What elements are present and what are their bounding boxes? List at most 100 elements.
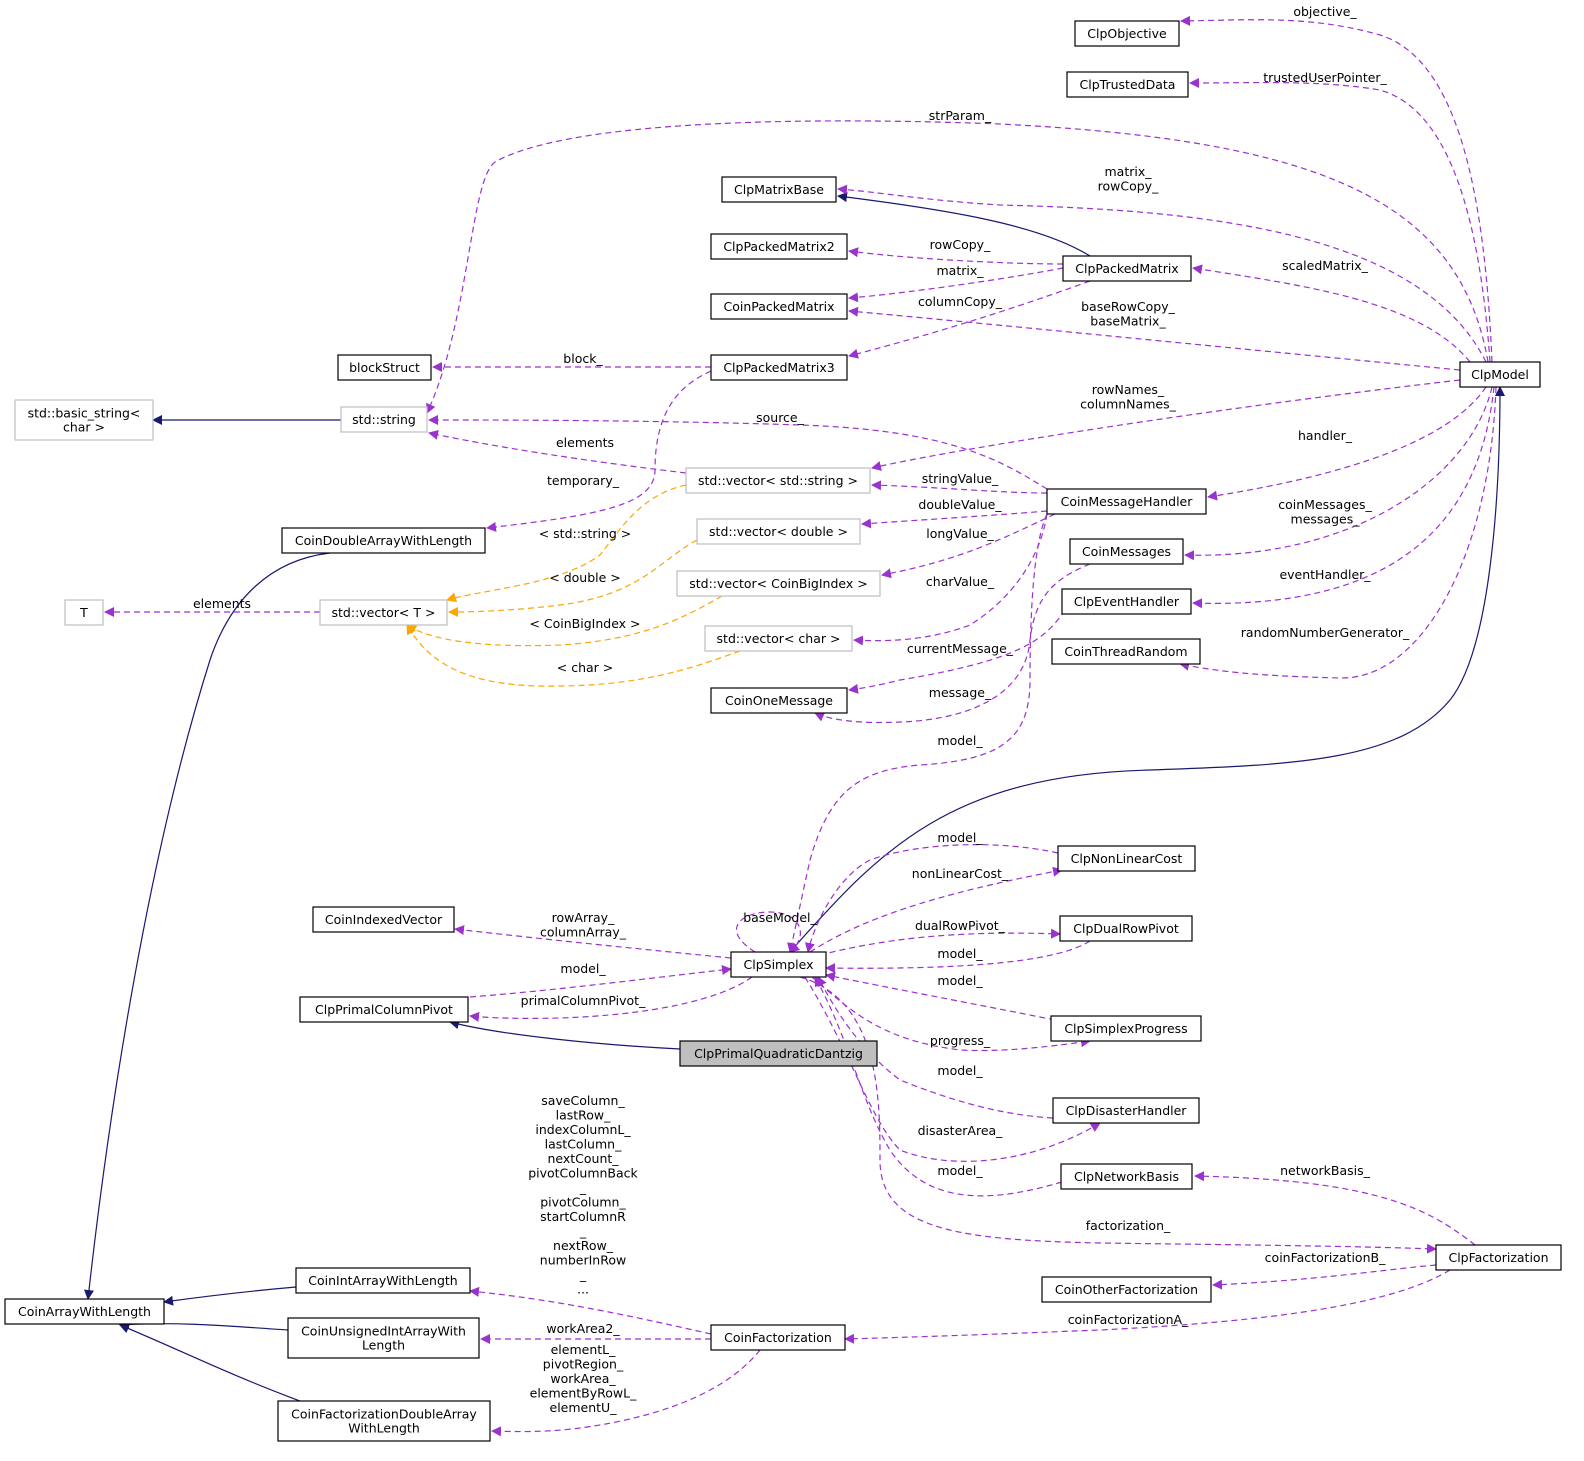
usage-arrow xyxy=(1192,386,1495,609)
class-name: CoinIndexedVector xyxy=(325,912,443,927)
class-node-coin-int-array-with-length[interactable]: CoinIntArrayWithLength xyxy=(295,1267,471,1294)
edge-block: block_ xyxy=(432,351,711,372)
class-node-clp-factorization[interactable]: ClpFactorization xyxy=(1435,1244,1562,1271)
class-node-std-basic-string[interactable]: std::basic_string<char > xyxy=(14,399,154,441)
edge-label: messages_ xyxy=(1291,512,1361,527)
usage-arrow xyxy=(1179,386,1497,679)
template-arrow xyxy=(448,539,698,617)
class-name: std::vector< T > xyxy=(332,605,436,620)
edge-label: nonLinearCost_ xyxy=(912,866,1009,881)
usage-arrow xyxy=(469,965,732,998)
template-arrow xyxy=(446,484,687,603)
edge-int-arrays: saveColumn_lastRow_indexColumnL_lastColu… xyxy=(469,1093,712,1335)
edge-label: baseMatrix_ xyxy=(1090,314,1166,329)
edge-label: coinFactorizationB_ xyxy=(1265,1250,1386,1265)
edge-label: columnArray_ xyxy=(540,925,627,940)
class-node-coin-message-handler[interactable]: CoinMessageHandler xyxy=(1046,488,1207,515)
class-node-coin-double-array-with-length[interactable]: CoinDoubleArrayWithLength xyxy=(281,527,486,554)
edge-str-param: strParam_ xyxy=(426,108,1489,414)
edge-label: workArea_ xyxy=(550,1371,616,1386)
class-node-clp-primal-column-pivot[interactable]: ClpPrimalColumnPivot xyxy=(299,996,469,1023)
class-box xyxy=(730,951,827,978)
class-node-t[interactable]: T xyxy=(64,599,104,626)
class-node-clp-simplex[interactable]: ClpSimplex xyxy=(730,951,827,978)
class-node-clp-event-handler[interactable]: ClpEventHandler xyxy=(1061,588,1192,615)
edge-label: model_ xyxy=(937,733,983,748)
edge-label: ... xyxy=(577,1282,589,1297)
usage-arrow xyxy=(853,513,1048,646)
edge-tmpl-char: < char > xyxy=(406,624,741,687)
inheritance-arrow xyxy=(837,192,1091,257)
class-node-clp-disaster-handler[interactable]: ClpDisasterHandler xyxy=(1052,1097,1200,1124)
class-node-clp-network-basis[interactable]: ClpNetworkBasis xyxy=(1060,1163,1193,1190)
class-node-clp-dual-row-pivot[interactable]: ClpDualRowPivot xyxy=(1059,915,1193,942)
edge-label: networkBasis_ xyxy=(1280,1163,1370,1178)
edge-label: eventHandler_ xyxy=(1279,567,1371,582)
class-node-clp-model[interactable]: ClpModel xyxy=(1459,361,1541,388)
class-node-coin-factorization[interactable]: CoinFactorization xyxy=(710,1324,846,1351)
edge-handler: handler_ xyxy=(1207,386,1487,501)
class-box xyxy=(4,1298,165,1325)
edge-current-message: currentMessage_ xyxy=(848,609,1066,694)
class-name: T xyxy=(79,605,88,620)
usage-arrow xyxy=(1180,15,1493,363)
inheritance-arrow xyxy=(119,1319,289,1331)
class-box xyxy=(1062,255,1192,282)
class-node-coin-other-factorization[interactable]: CoinOtherFactorization xyxy=(1041,1276,1212,1303)
class-name: ClpModel xyxy=(1471,367,1529,382)
usage-arrow xyxy=(491,1349,761,1437)
edge-model-handler: model_ xyxy=(787,513,1048,953)
edge-label: randomNumberGenerator_ xyxy=(1241,625,1410,640)
class-name: CoinOtherFactorization xyxy=(1055,1282,1198,1297)
class-node-clp-objective[interactable]: ClpObjective xyxy=(1074,20,1180,47)
edge-label: workArea2_ xyxy=(546,1321,620,1336)
edge-label: source_ xyxy=(756,410,805,425)
edge-label: < CoinBigIndex > xyxy=(529,616,640,631)
edge-label: trustedUserPointer_ xyxy=(1263,70,1387,85)
edge-label: pivotRegion_ xyxy=(543,1357,624,1372)
usage-arrow xyxy=(805,844,1059,953)
class-node-clp-matrix-base[interactable]: ClpMatrixBase xyxy=(721,176,837,203)
class-node-clp-primal-quadratic-dantzig[interactable]: ClpPrimalQuadraticDantzig xyxy=(679,1040,878,1067)
edge-label: elements xyxy=(193,596,251,611)
class-node-clp-non-linear-cost[interactable]: ClpNonLinearCost xyxy=(1057,845,1196,872)
edge-label: model_ xyxy=(937,973,983,988)
usage-arrow xyxy=(814,976,1063,1197)
class-node-std-vector-t[interactable]: std::vector< T > xyxy=(319,599,448,626)
class-node-coin-array-with-length[interactable]: CoinArrayWithLength xyxy=(4,1298,165,1325)
edge-label: message_ xyxy=(929,685,992,700)
class-node-clp-trusted-data[interactable]: ClpTrustedData xyxy=(1066,71,1189,98)
class-node-std-vector-double[interactable]: std::vector< double > xyxy=(696,518,861,545)
edge-label: pivotColumn_ xyxy=(540,1195,626,1210)
class-box xyxy=(696,518,861,545)
class-node-coin-packed-matrix[interactable]: CoinPackedMatrix xyxy=(710,293,848,320)
class-node-clp-simplex-progress[interactable]: ClpSimplexProgress xyxy=(1050,1015,1202,1042)
inheritance-arrow xyxy=(789,386,1505,953)
class-node-coin-indexed-vector[interactable]: CoinIndexedVector xyxy=(312,906,455,933)
class-name: ClpDualRowPivot xyxy=(1073,921,1179,936)
class-node-clp-packed-matrix[interactable]: ClpPackedMatrix xyxy=(1062,255,1192,282)
edge-label: doubleValue_ xyxy=(918,497,1002,512)
class-node-std-string[interactable]: std::string xyxy=(340,406,428,433)
class-node-coin-messages[interactable]: CoinMessages xyxy=(1069,538,1184,565)
edge-trusted-user-pointer: trustedUserPointer_ xyxy=(1189,70,1491,363)
class-node-std-vector-char[interactable]: std::vector< char > xyxy=(704,625,853,652)
class-node-coin-thread-random[interactable]: CoinThreadRandom xyxy=(1051,638,1201,665)
edge-char-value: charValue_ xyxy=(853,513,1048,646)
class-node-std-vector-string[interactable]: std::vector< std::string > xyxy=(685,467,871,494)
class-name: std::basic_string< xyxy=(28,406,141,421)
class-name: ClpNonLinearCost xyxy=(1071,851,1183,866)
class-name: CoinOneMessage xyxy=(725,693,833,708)
template-arrow xyxy=(406,624,741,687)
class-name: ClpPrimalQuadraticDantzig xyxy=(694,1046,863,1061)
class-node-std-vector-coin-big-index[interactable]: std::vector< CoinBigIndex > xyxy=(676,570,881,597)
class-name: std::vector< char > xyxy=(717,631,841,646)
class-node-clp-packed-matrix2[interactable]: ClpPackedMatrix2 xyxy=(710,233,848,260)
class-node-coin-one-message[interactable]: CoinOneMessage xyxy=(710,687,848,714)
class-node-clp-packed-matrix3[interactable]: ClpPackedMatrix3 xyxy=(710,354,848,381)
class-node-block-struct[interactable]: blockStruct xyxy=(337,354,432,381)
class-name: CoinDoubleArrayWithLength xyxy=(295,533,472,548)
edge-model-nb: model_ xyxy=(814,976,1063,1197)
